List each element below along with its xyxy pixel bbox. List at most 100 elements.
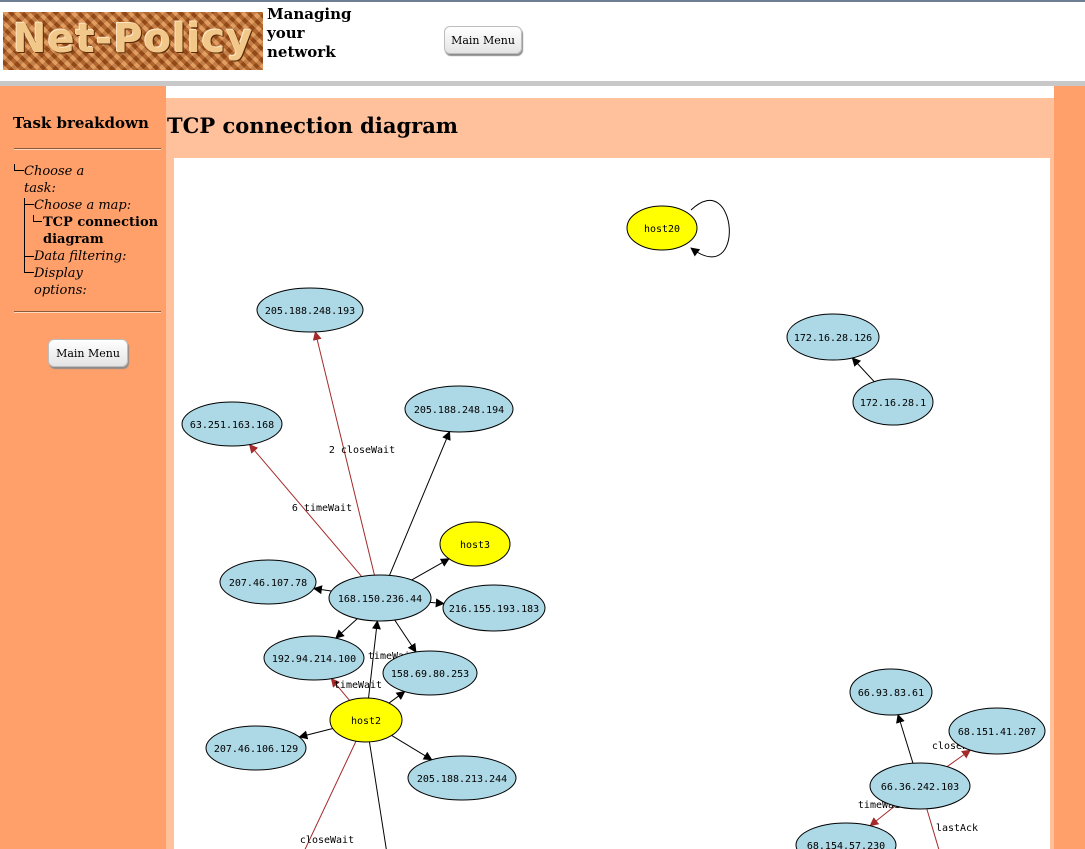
tagline-line: your: [267, 24, 305, 42]
node-host20[interactable]: host20: [626, 205, 698, 251]
edge-n168-n192: [335, 618, 358, 639]
node-host3[interactable]: host3: [439, 521, 511, 567]
page-title: TCP connection diagram: [167, 113, 459, 138]
edge-n168-n205_193: [312, 331, 375, 576]
node-ellipse: [329, 697, 403, 743]
tree-branch: [24, 204, 34, 257]
node-label: 66.36.242.103: [881, 782, 959, 793]
node-n205_244[interactable]: 205.188.213.244: [407, 755, 517, 801]
main-menu-button-top[interactable]: Main Menu: [444, 26, 522, 54]
node-host2[interactable]: host2: [329, 697, 403, 743]
node-n207_78[interactable]: 207.46.107.78: [219, 559, 317, 605]
edge-host2-n168: [368, 620, 381, 699]
node-ellipse: [439, 521, 511, 567]
node-label: 172.16.28.1: [860, 398, 926, 409]
tree-label: task:: [24, 181, 56, 196]
node-label: 168.150.236.44: [338, 594, 422, 605]
node-n205_194[interactable]: 205.188.248.194: [404, 385, 514, 433]
node-label: 205.188.213.244: [417, 774, 507, 785]
node-ellipse: [869, 762, 971, 810]
tree-choose-task[interactable]: Choose a task:: [24, 163, 84, 197]
node-label: 207.46.106.129: [214, 744, 298, 755]
node-n158[interactable]: 158.69.80.253: [382, 650, 478, 696]
edge-label: lastAck: [936, 823, 978, 834]
edge-label: timeWait: [368, 651, 416, 662]
tree-display-options[interactable]: Display options:: [34, 265, 87, 299]
tree-label: Display: [34, 266, 83, 281]
node-ellipse: [404, 385, 514, 433]
node-label: 205.188.248.193: [265, 306, 355, 317]
tree-label: Choose a: [24, 164, 85, 179]
node-n207_129[interactable]: 207.46.106.129: [205, 725, 307, 771]
edge-host20-host20: [690, 200, 730, 258]
node-n192[interactable]: 192.94.214.100: [263, 635, 365, 681]
node-ellipse: [219, 559, 317, 605]
node-n216[interactable]: 216.155.193.183: [442, 584, 546, 632]
node-n63[interactable]: 63.251.163.168: [181, 401, 283, 447]
node-n68_154[interactable]: 68.154.57.230: [795, 822, 897, 849]
node-ellipse: [795, 822, 897, 849]
tree-branch: [14, 164, 24, 171]
tagline: Managing your network: [267, 5, 357, 62]
edge-n168-n207_78: [312, 585, 332, 595]
edge-host2-n205_244: [391, 735, 433, 761]
edge-n168-n63: [248, 443, 363, 577]
node-n66_36[interactable]: 66.36.242.103: [869, 762, 971, 810]
node-ellipse: [328, 574, 432, 622]
edge-host2-n192: [330, 677, 350, 701]
node-n66_93[interactable]: 66.93.83.61: [849, 668, 933, 716]
node-n168[interactable]: 168.150.236.44: [328, 574, 432, 622]
node-label: 205.188.248.194: [414, 405, 504, 416]
tree-label: Data filtering:: [34, 249, 127, 264]
node-ellipse: [948, 707, 1046, 755]
node-label: 216.155.193.183: [449, 604, 539, 615]
node-ellipse: [852, 378, 934, 426]
edge-n168-n216: [430, 598, 445, 608]
edge-host2-n207_129: [298, 727, 333, 740]
edge-n172_1-n172_126: [851, 357, 875, 383]
node-n68_151[interactable]: 68.151.41.207: [948, 707, 1046, 755]
net-policy-logo[interactable]: Net-Policy: [3, 12, 263, 70]
tree-data-filtering[interactable]: Data filtering:: [34, 248, 126, 265]
node-ellipse: [205, 725, 307, 771]
tagline-line: network: [267, 43, 336, 61]
edge-label: closeWait: [932, 741, 986, 752]
node-ellipse: [256, 287, 364, 333]
edge-label: timeWait: [858, 800, 906, 811]
node-label: host20: [644, 224, 680, 235]
node-label: host2: [351, 716, 381, 727]
node-n205_193[interactable]: 205.188.248.193: [256, 287, 364, 333]
edge-n168-n158: [394, 619, 417, 653]
tree-label: TCP connection: [43, 215, 159, 230]
node-label: 68.151.41.207: [958, 727, 1036, 738]
sidebar-divider: [14, 148, 161, 150]
node-label: 158.69.80.253: [391, 669, 469, 680]
node-ellipse: [407, 755, 517, 801]
edge-n66_36-n66_93: [896, 713, 914, 764]
sidebar: Task breakdown Choose a task: Choose a m…: [0, 86, 166, 849]
tree-branch: [24, 198, 34, 205]
edge-host2-n158: [388, 691, 406, 704]
node-n172_126[interactable]: 172.16.28.126: [786, 313, 880, 361]
node-label: 192.94.214.100: [272, 654, 356, 665]
edge-label: 6 timeWait: [292, 503, 352, 514]
node-ellipse: [626, 205, 698, 251]
tree-label: Choose a map:: [34, 198, 132, 213]
tree-branch: [24, 256, 34, 273]
tree-choose-map[interactable]: Choose a map:: [34, 197, 131, 214]
node-n172_1[interactable]: 172.16.28.1: [852, 378, 934, 426]
edge-n66_36-n68_154: [869, 805, 896, 827]
edge-n168-n205_194: [388, 430, 451, 576]
edge-n66_36-out_right: [926, 808, 940, 849]
node-label: 66.93.83.61: [858, 688, 924, 699]
tree-label: options:: [34, 283, 87, 298]
node-label: host3: [460, 540, 490, 551]
tree-current-tcp-diagram[interactable]: TCP connection diagram: [43, 214, 158, 248]
edge-host2-out_left: [304, 740, 357, 849]
edge-label: closeWait: [300, 835, 354, 846]
sidebar-divider: [14, 311, 161, 313]
task-breakdown-heading: Task breakdown: [13, 114, 149, 132]
main-menu-button-sidebar[interactable]: Main Menu: [48, 339, 128, 367]
